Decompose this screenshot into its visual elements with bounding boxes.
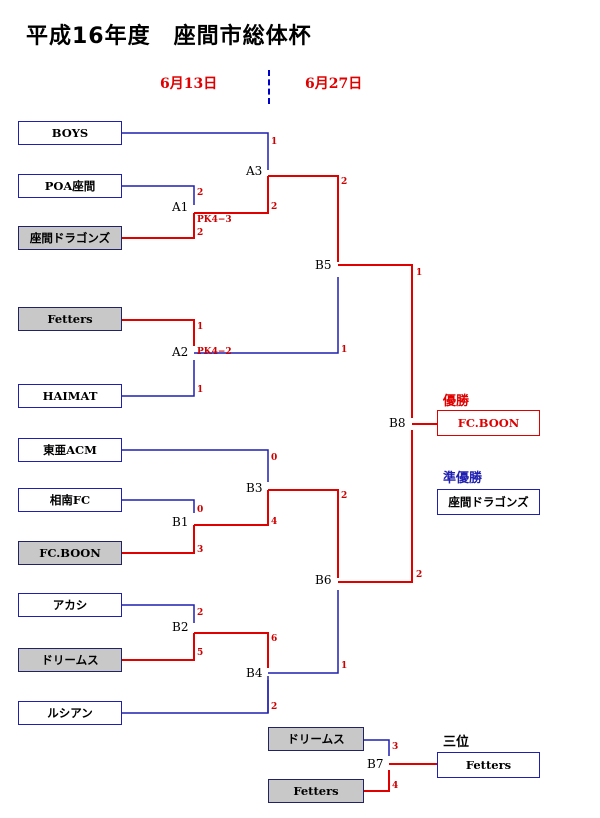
match-b4: B4	[246, 666, 263, 680]
team-sonan: 相南FC	[18, 488, 122, 512]
line-dreams	[121, 633, 195, 661]
line-b3-b6	[268, 489, 339, 578]
champion-box: FC.BOON	[437, 410, 540, 436]
score-lucian: 2	[271, 702, 278, 712]
score-toa: 0	[271, 453, 278, 463]
line-lucian	[121, 680, 269, 714]
line-fetters	[121, 319, 195, 346]
score-b6-b3: 2	[341, 491, 348, 501]
score-sonan: 0	[197, 505, 204, 515]
score-b7-dreams: 3	[392, 742, 399, 752]
b7-team-fetters: Fetters	[268, 779, 364, 803]
team-fetters: Fetters	[18, 307, 122, 331]
team-boys: BOYS	[18, 121, 122, 145]
score-akashi: 2	[197, 608, 204, 618]
line-b6-b4	[268, 590, 339, 674]
runnerup-label: 準優勝	[443, 471, 483, 486]
score-b7-fetters: 4	[392, 781, 399, 791]
team-haimat: HAIMAT	[18, 384, 122, 408]
score-dreams: 5	[197, 648, 204, 658]
runnerup-box: 座間ドラゴンズ	[437, 489, 540, 515]
page-title: 平成16年度 座間市総体杯	[26, 24, 312, 49]
match-b7: B7	[367, 757, 384, 771]
score-fetters: 1	[197, 322, 204, 332]
score-b5-a3: 2	[341, 177, 348, 187]
line-b6-b8	[338, 430, 413, 583]
score-b3-b1: 4	[271, 517, 278, 527]
team-lucian: ルシアン	[18, 701, 122, 725]
line-dragons	[121, 213, 195, 239]
score-haimat: 1	[197, 385, 204, 395]
line-haimat	[121, 360, 195, 397]
line-b7-dreams	[363, 739, 390, 756]
line-b2-b4	[194, 632, 269, 668]
line-b5-a2	[194, 277, 339, 354]
line-sonan	[121, 499, 195, 513]
score-b8-b5: 1	[416, 268, 423, 278]
team-fcboon: FC.BOON	[18, 541, 122, 565]
second-round-date: 6月27日	[305, 76, 363, 92]
match-b6: B6	[315, 573, 332, 587]
team-toa: 東亜ACM	[18, 438, 122, 462]
team-dreams: ドリームス	[18, 648, 122, 672]
team-akashi: アカシ	[18, 593, 122, 617]
score-a3-a1: 2	[271, 202, 278, 212]
score-b8-b6: 2	[416, 570, 423, 580]
match-a3: A3	[246, 164, 263, 178]
line-b7-fetters	[363, 770, 390, 792]
match-b3: B3	[246, 481, 263, 495]
b7-team-dreams: ドリームス	[268, 727, 364, 751]
match-a2: A2	[172, 345, 189, 359]
match-b2: B2	[172, 620, 189, 634]
line-a3-b5	[268, 175, 339, 262]
line-poa	[121, 185, 195, 205]
pk-a1: PK4−3	[197, 215, 232, 225]
team-poa: POA座間	[18, 174, 122, 198]
third-place-label: 三位	[443, 735, 470, 750]
score-boys: 1	[271, 137, 278, 147]
line-b1-b3	[194, 490, 269, 526]
score-fcboon: 3	[197, 545, 204, 555]
match-b1: B1	[172, 515, 189, 529]
score-poa: 2	[197, 188, 204, 198]
line-a1-a3	[194, 176, 269, 214]
line-toa	[121, 449, 269, 482]
line-b5-b8	[338, 264, 413, 418]
match-a1: A1	[172, 200, 189, 214]
score-dragons: 2	[197, 228, 204, 238]
match-b8: B8	[389, 416, 406, 430]
score-b5-a2: 1	[341, 345, 348, 355]
match-b5: B5	[315, 258, 332, 272]
score-b6-b4: 1	[341, 661, 348, 671]
first-round-date: 6月13日	[160, 76, 218, 92]
champion-label: 優勝	[443, 394, 470, 409]
line-fcboon	[121, 525, 195, 554]
score-b4-b2: 6	[271, 634, 278, 644]
team-dragons: 座間ドラゴンズ	[18, 226, 122, 250]
line-akashi	[121, 604, 195, 623]
date-separator	[268, 70, 270, 104]
third-place-box: Fetters	[437, 752, 540, 778]
line-boys	[121, 132, 269, 170]
pk-a2: PK4−2	[197, 347, 232, 357]
